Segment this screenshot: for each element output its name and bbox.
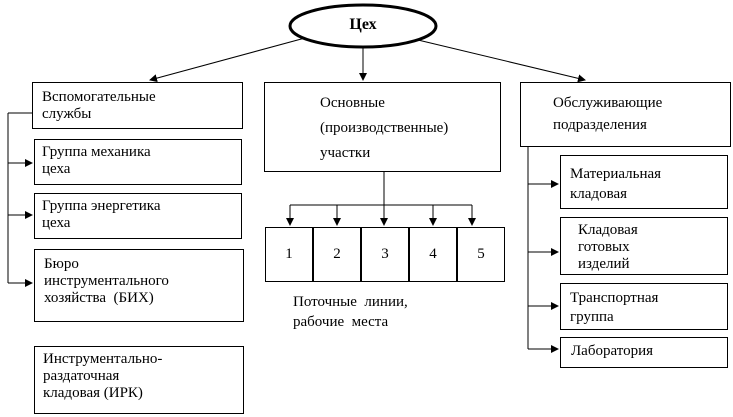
finished-goods-box: Кладовая готовых изделий <box>560 217 728 275</box>
arrow-root-left <box>149 37 306 83</box>
transport-group-box: Транспортная группа <box>560 283 728 330</box>
tool-storage-label: Инструментально- раздаточная кладовая (И… <box>43 351 163 401</box>
tool-storage-box: Инструментально- раздаточная кладовая (И… <box>34 346 244 414</box>
main-sections-box: Основные (производственные) участки <box>264 82 501 172</box>
section-3: 3 <box>361 227 409 282</box>
aux-services-box: Вспомогательные службы <box>32 82 243 129</box>
aux-services-label: Вспомогательные службы <box>42 89 156 122</box>
section-5: 5 <box>457 227 505 282</box>
transport-group-label: Транспортная группа <box>570 290 659 325</box>
production-lines-caption: Поточные линии, рабочие места <box>293 294 408 330</box>
energy-group-label: Группа энергетика цеха <box>42 198 161 231</box>
main-sections-label: Основные (производственные) участки <box>320 95 449 161</box>
section-4: 4 <box>409 227 457 282</box>
mechanic-group-box: Группа механика цеха <box>34 139 242 185</box>
section-2: 2 <box>313 227 361 282</box>
tool-bureau-box: Бюро инструментального хозяйства (БИХ) <box>34 249 244 322</box>
energy-group-box: Группа энергетика цеха <box>34 193 242 239</box>
section-1: 1 <box>265 227 313 282</box>
tool-bureau-label: Бюро инструментального хозяйства (БИХ) <box>44 256 169 306</box>
mechanic-group-label: Группа механика цеха <box>42 144 151 177</box>
service-units-box: Обслуживающие подразделения <box>520 82 731 147</box>
laboratory-label: Лаборатория <box>571 343 654 359</box>
arrow-root-right <box>417 39 586 83</box>
root-label: Цех <box>349 16 377 33</box>
material-storage-label: Материальная кладовая <box>570 166 662 202</box>
finished-goods-label: Кладовая готовых изделий <box>578 222 638 272</box>
material-storage-box: Материальная кладовая <box>560 155 728 209</box>
laboratory-box: Лаборатория <box>560 337 728 368</box>
service-units-label: Обслуживающие подразделения <box>553 95 663 133</box>
